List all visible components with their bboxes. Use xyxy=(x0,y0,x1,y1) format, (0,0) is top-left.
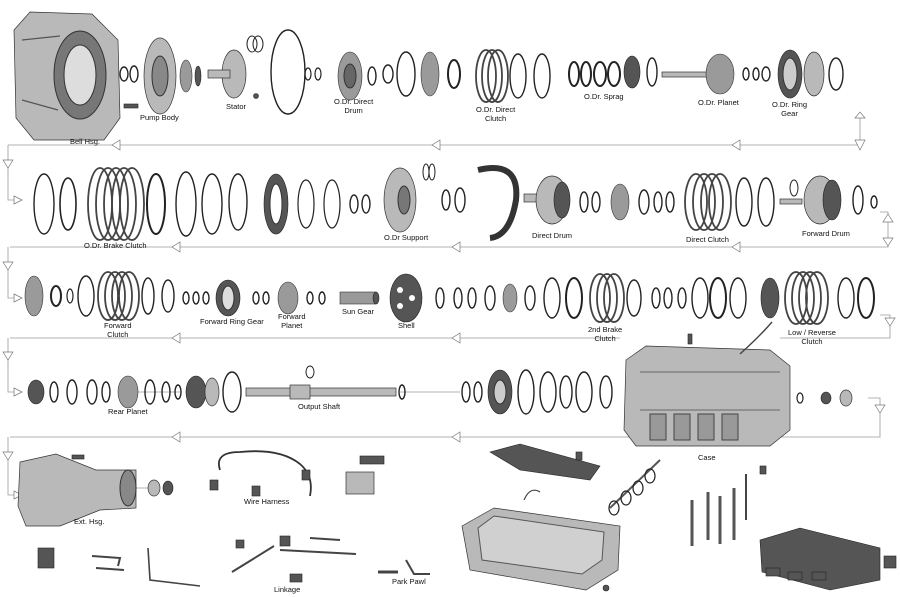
label-odr-ring-gear-line2: Gear xyxy=(781,108,798,118)
label-odr-direct-clutch-line1: O.Dr. Direct xyxy=(476,105,516,114)
odr-sprag xyxy=(568,55,658,89)
label-stator: Stator xyxy=(226,102,247,111)
valve-body xyxy=(690,465,897,591)
label-output-shaft: Output Shaft xyxy=(298,402,341,411)
odr-support xyxy=(383,163,466,233)
stator xyxy=(207,35,264,99)
label-ext-hsg: Ext. Hsg. xyxy=(74,517,105,526)
label-low-reverse-clutch-line2: Clutch xyxy=(801,336,823,346)
pump-body xyxy=(143,37,202,115)
park-pawl xyxy=(378,559,430,575)
label-direct-drum: Direct Drum xyxy=(532,231,573,240)
direct-clutch xyxy=(579,173,775,231)
label-odr-support: O.Dr Support xyxy=(384,233,429,242)
wire-harness xyxy=(209,450,385,497)
transmission-case xyxy=(623,321,853,447)
label-odr-ring-gear-line1: O.Dr. Ring xyxy=(772,100,808,109)
label-park-pawl: Park Pawl xyxy=(392,577,426,586)
label-forward-planet-line1: Forward xyxy=(278,312,306,321)
oil-pan xyxy=(461,489,621,592)
low-reverse-clutch xyxy=(784,271,875,325)
forward-planet xyxy=(252,281,326,315)
forward-clutch xyxy=(24,271,175,321)
flow-arrowheads xyxy=(2,111,896,500)
odr-planet xyxy=(661,53,771,95)
label-wire-harness: Wire Harness xyxy=(244,497,290,506)
oil-filter xyxy=(489,443,601,481)
direct-drum xyxy=(523,175,571,225)
odr-ring-gear xyxy=(777,49,844,99)
forward-drum xyxy=(779,175,878,225)
forward-ring-gear xyxy=(182,279,241,317)
second-brake-clutch xyxy=(435,273,780,323)
label-odr-direct-drum-line1: O.Dr. Direct xyxy=(334,97,374,106)
label-bell-hsg: Bell Hsg. xyxy=(70,137,101,146)
brake-band xyxy=(477,165,520,241)
label-odr-direct-drum-line2: Drum xyxy=(344,105,363,115)
label-direct-clutch: Direct Clutch xyxy=(686,235,729,244)
odr-direct-drum xyxy=(304,51,377,101)
label-forward-planet-line2: Planet xyxy=(281,320,303,330)
odr-direct-clutch xyxy=(382,49,551,103)
sensors-and-rods xyxy=(37,547,201,587)
odr-brake-piston xyxy=(263,173,371,235)
label-case: Case xyxy=(698,453,716,462)
label-odr-planet: O.Dr. Planet xyxy=(698,98,739,107)
label-forward-clutch-line2: Clutch xyxy=(107,329,129,339)
label-second-brake-clutch-line2: Clutch xyxy=(594,333,616,343)
sun-gear xyxy=(339,291,380,305)
label-forward-drum: Forward Drum xyxy=(802,229,850,238)
low-reverse-drum xyxy=(461,369,613,415)
label-pump-body: Pump Body xyxy=(140,113,179,122)
label-second-brake-clutch-line1: 2nd Brake xyxy=(588,325,623,334)
output-shaft xyxy=(245,365,406,400)
shell xyxy=(389,273,423,323)
rear-planet xyxy=(27,371,242,413)
label-forward-ring-gear: Forward Ring Gear xyxy=(200,317,264,326)
pump-o-ring xyxy=(270,29,306,115)
label-sun-gear: Sun Gear xyxy=(342,307,375,316)
label-odr-sprag: O.Dr. Sprag xyxy=(584,92,624,101)
label-low-reverse-clutch-line1: Low / Reverse xyxy=(788,328,836,337)
pump-seals xyxy=(119,65,139,109)
linkage xyxy=(231,535,357,583)
label-odr-direct-clutch-line2: Clutch xyxy=(484,113,507,123)
extension-housing xyxy=(17,453,174,527)
bell-housing xyxy=(13,11,121,141)
servo-springs xyxy=(608,459,661,516)
label-linkage: Linkage xyxy=(274,585,301,594)
label-rear-planet: Rear Planet xyxy=(108,407,148,416)
odr-brake-clutch xyxy=(33,167,248,241)
label-odr-brake-clutch: O.Dr. Brake Clutch xyxy=(84,241,147,250)
label-forward-clutch-line1: Forward xyxy=(104,321,132,330)
label-shell: Shell xyxy=(398,321,415,330)
